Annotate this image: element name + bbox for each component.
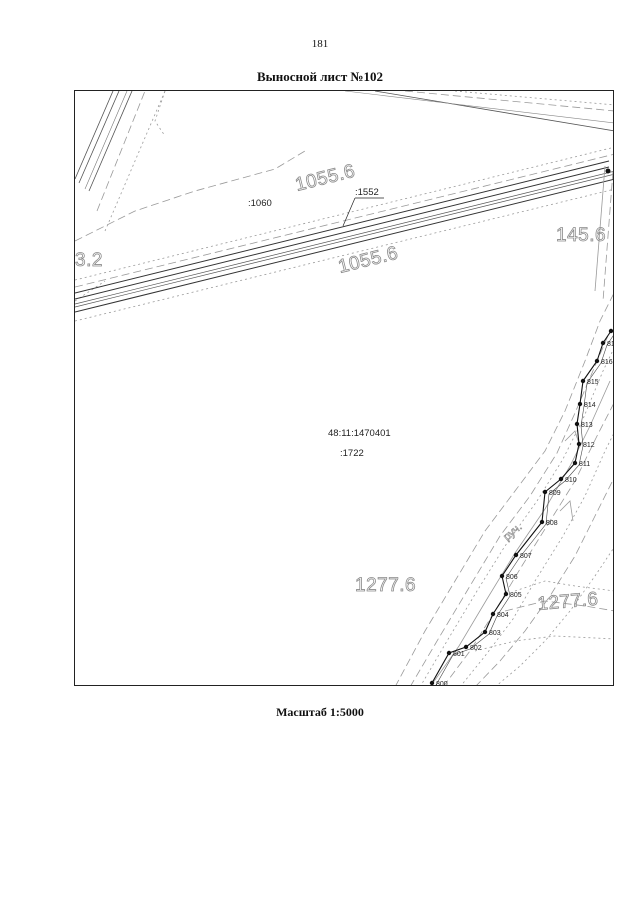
boundary-point-label: 814 [584,402,596,409]
boundary-point-801 [446,650,452,656]
boundary-point-815 [580,378,586,384]
boundary-point-800 [429,680,435,685]
boundary-point-807 [513,552,519,558]
faint-contour [75,150,306,242]
boundary-point-818 [608,328,613,334]
boundary-point-label: 803 [489,630,501,637]
boundary-point-805 [503,591,509,597]
boundary-point-814 [577,401,583,407]
faint-contour [154,91,166,137]
label-road-upper: 1055.6 [293,161,357,196]
boundary-point-label: 801 [453,651,465,658]
boundary-point-811 [572,460,578,466]
boundary-point-802 [463,644,469,650]
boundary-point-label: 800 [436,681,448,686]
boundary-point-label: 811 [579,461,590,468]
map-frame: 800 801 802 803 804 805 806 807 808 809 810 811 812 8… [74,90,614,686]
boundary-point-label: 809 [549,490,561,497]
boundary-point-label: 807 [520,553,532,560]
boundary-point-816 [594,358,600,364]
boundary-line-offset [435,335,613,685]
label-parcel-1552: :1552 [355,187,379,198]
page-number: 181 [311,38,329,50]
label-stream-left: 1277.6 [355,575,416,596]
boundary-point-label: 810 [565,477,577,484]
label-left-edge: 3.2 [75,250,103,271]
boundary-point-817 [600,340,606,346]
road-right [594,165,613,302]
road-main [75,147,613,322]
boundary-point-804 [490,611,496,617]
boundary-point-label: 817 [607,341,614,348]
sheet-title: Выносной лист №102 [256,69,384,84]
boundary-point-label: 806 [506,574,518,581]
label-right-top: 145.6 [556,225,606,246]
map-scale: Масштаб 1:5000 [276,705,364,719]
map-canvas: 800 801 802 803 804 805 806 807 808 809 810 811 812 8… [75,91,614,686]
label-cadastral-block: 48:11:1470401 [328,428,391,439]
label-stream-name: руч. [501,521,524,543]
boundary-point-809 [542,489,548,495]
label-road-lower: 1055.6 [336,243,400,278]
road-top-left [75,91,166,232]
boundary-point-label: 808 [546,520,558,527]
boundary-point-label: 813 [581,422,593,429]
boundary-point-label: 816 [601,359,613,366]
boundary-point-813 [574,421,580,427]
boundary-point-label: 812 [583,442,595,449]
boundary-point-label: 815 [587,379,599,386]
road-top [344,91,613,132]
label-parcel-1060: :1060 [248,198,272,209]
boundary-point-label: 804 [497,612,509,619]
boundary-point-label: 805 [510,592,522,599]
boundary-point-label: 802 [470,645,482,652]
boundary-point-803 [482,629,488,635]
boundary-point-808 [539,519,545,525]
label-stream-right: 1277.6 [537,589,600,615]
boundary-points: 800 801 802 803 804 805 806 807 808 809 810 811 812 8… [429,328,614,686]
boundary-point-810 [558,476,564,482]
label-parcel-1722: :1722 [340,448,364,459]
boundary-point-812 [576,441,582,447]
boundary-point-806 [499,573,505,579]
stream-corridor [395,294,613,685]
